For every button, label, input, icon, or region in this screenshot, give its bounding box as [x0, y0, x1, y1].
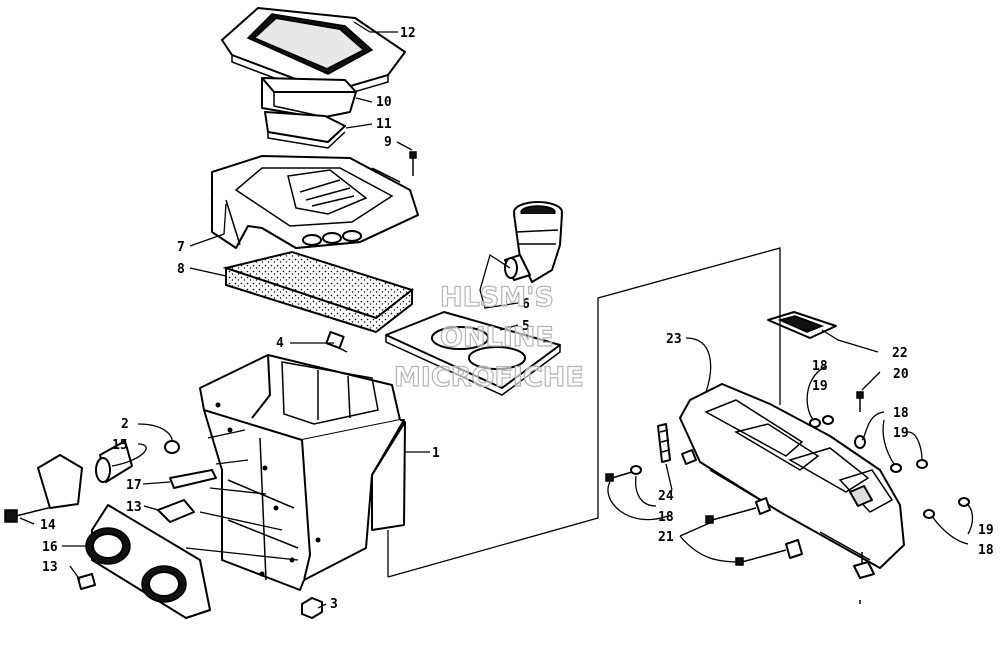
callout-19-b: 19	[893, 426, 909, 441]
callout-22: 22	[892, 346, 908, 361]
callout-18-b: 18	[893, 406, 909, 421]
callout-1: 1	[432, 446, 440, 461]
callout-10: 10	[376, 95, 392, 110]
callout-14: 14	[40, 518, 56, 533]
callout-13-upper: 13	[126, 500, 142, 515]
callout-18-c: 18	[658, 510, 674, 525]
watermark-line-1: HLSM'S	[440, 282, 554, 313]
silencer-housing-part	[679, 383, 905, 569]
callout-5: 5	[522, 319, 530, 334]
lower-airbox-part	[199, 354, 406, 591]
callout-18-a: 18	[812, 359, 828, 374]
callout-16: 16	[42, 540, 58, 555]
watermark: HLSM'S ONLINE MICROFICHE	[393, 281, 584, 393]
callout-21: 21	[658, 530, 674, 545]
callout-3: 3	[330, 597, 338, 612]
gasket-plate-part	[385, 311, 561, 396]
callout-11: 11	[376, 117, 392, 132]
hardware-parts	[4, 151, 417, 619]
callout-9: 9	[384, 135, 392, 150]
callout-labels: 12 10 11 9 7 8 6 5 4 1 2 15 17 13 14 16 …	[40, 26, 994, 612]
watermark-line-3: MICROFICHE	[394, 362, 584, 393]
outlet-gasket-part	[767, 311, 837, 339]
callout-23: 23	[666, 332, 682, 347]
leader-lines	[19, 21, 974, 609]
callout-4: 4	[276, 336, 284, 351]
callout-24: 24	[658, 489, 674, 504]
callout-6: 6	[522, 297, 530, 312]
callout-15: 15	[112, 438, 128, 453]
air-filter-part	[261, 77, 357, 119]
callout-13-lower: 13	[42, 560, 58, 575]
filter-frame-part	[264, 111, 346, 149]
callout-17: 17	[126, 478, 142, 493]
watermark-line-2: ONLINE	[440, 322, 554, 353]
callout-19-c: 19	[978, 523, 994, 538]
callout-7: 7	[177, 240, 185, 255]
callout-12: 12	[400, 26, 416, 41]
strap-clip-part	[657, 423, 671, 463]
airbox-lid-part	[221, 7, 406, 100]
callout-20: 20	[893, 367, 909, 382]
callout-8: 8	[177, 262, 185, 277]
intake-boot-part	[504, 201, 563, 283]
callout-2: 2	[121, 417, 129, 432]
callout-19-a: 19	[812, 379, 828, 394]
right-hardware-parts	[605, 391, 970, 604]
foam-pre-filter-part	[222, 250, 415, 334]
callout-18-d: 18	[978, 543, 994, 558]
upper-airbox-part	[211, 155, 419, 249]
clamp-part	[325, 330, 348, 353]
